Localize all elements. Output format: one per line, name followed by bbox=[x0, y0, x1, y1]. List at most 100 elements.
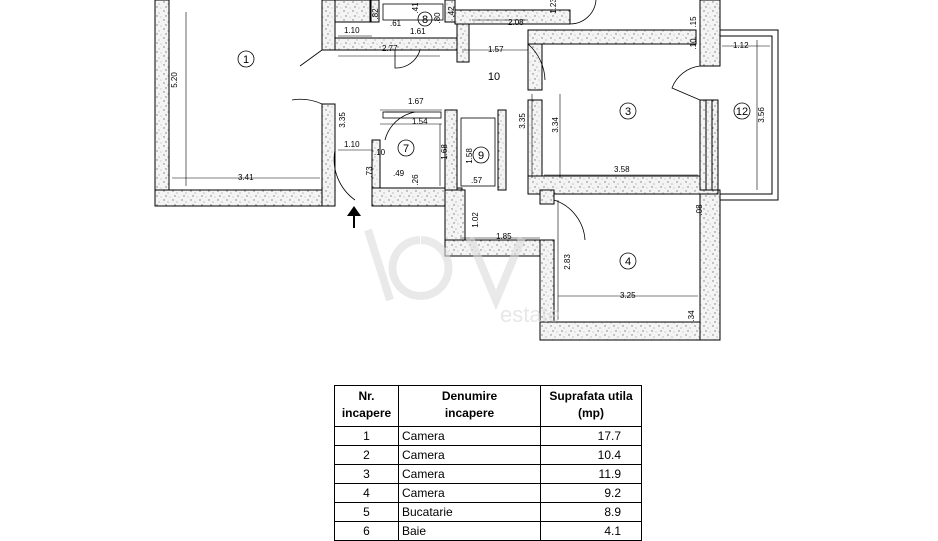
watermark: estate bbox=[364, 228, 560, 327]
svg-text:9: 9 bbox=[478, 150, 484, 162]
fixtures bbox=[382, 3, 496, 187]
dim-label: .08 bbox=[695, 204, 704, 216]
dimension-labels: 5.20 1.10 2.77 1.61 .61 .82 .80 .41 .42 … bbox=[170, 0, 766, 322]
wall-closet-right bbox=[497, 109, 507, 191]
watermark-logo-icon bbox=[364, 228, 526, 311]
cell-area: 10.4 bbox=[540, 445, 642, 465]
svg-text:1: 1 bbox=[243, 54, 249, 66]
dim-label: 3.35 bbox=[338, 112, 347, 128]
door-room3 bbox=[527, 43, 546, 81]
wall-hall-top bbox=[454, 9, 571, 25]
room-number-7: 7 bbox=[397, 139, 415, 157]
table-row: 1 Camera 17.7 bbox=[334, 426, 642, 446]
dim-label: 1.12 bbox=[733, 41, 749, 50]
dim-label: 3.34 bbox=[551, 117, 560, 133]
wall-stub-460 bbox=[456, 23, 470, 63]
wall-room1-bottom bbox=[154, 189, 336, 207]
dim-label: .10 bbox=[689, 38, 698, 50]
table-row: 6 Baie 4.1 bbox=[334, 521, 642, 541]
dim-label: .49 bbox=[393, 169, 405, 178]
dim-label: 3.25 bbox=[620, 291, 636, 300]
cell-nr: 5 bbox=[334, 502, 399, 522]
table-row: 3 Camera 11.9 bbox=[334, 464, 642, 484]
dim-label: 3.35 bbox=[518, 113, 527, 129]
svg-text:3: 3 bbox=[625, 106, 631, 118]
cell-nr: 6 bbox=[334, 521, 399, 541]
dim-label: .73 bbox=[365, 166, 374, 178]
dim-label: .57 bbox=[471, 176, 483, 185]
cell-name: Bucatarie bbox=[398, 502, 541, 522]
dim-label: 1.68 bbox=[440, 144, 449, 160]
door-hall-bath bbox=[394, 49, 421, 69]
dim-label: .80 bbox=[433, 12, 442, 24]
header-nr: Nr.incapere bbox=[334, 385, 399, 427]
dim-label: 5.20 bbox=[170, 72, 179, 88]
dim-label: 1.57 bbox=[488, 45, 504, 54]
dimension-lines bbox=[172, 12, 770, 320]
dim-label: 1.54 bbox=[412, 117, 428, 126]
floor-plan: 1 3 4 7 8 9 10 12 5.20 bbox=[154, 0, 779, 341]
door-room3-balcony bbox=[671, 65, 701, 101]
room-numbers: 1 3 4 7 8 9 10 12 bbox=[237, 11, 751, 270]
bath-fixture bbox=[382, 3, 444, 21]
room-number-12: 12 bbox=[733, 102, 751, 120]
cell-name: Camera bbox=[398, 426, 541, 446]
dim-label: 2.77 bbox=[382, 44, 398, 53]
kitchen-counter bbox=[382, 111, 442, 119]
cell-name: Camera bbox=[398, 464, 541, 484]
dim-label: .42 bbox=[447, 6, 456, 18]
door-room1 bbox=[291, 49, 323, 105]
cell-area: 17.7 bbox=[540, 426, 642, 446]
dim-label: 3.56 bbox=[757, 107, 766, 123]
dim-label: 3.41 bbox=[238, 173, 254, 182]
dim-label: .41 bbox=[411, 2, 420, 14]
dim-label: 1.02 bbox=[471, 212, 480, 228]
wall-room3-right-top bbox=[699, 0, 721, 67]
svg-text:8: 8 bbox=[422, 14, 428, 26]
room-number-3: 3 bbox=[619, 102, 637, 120]
cell-nr: 3 bbox=[334, 464, 399, 484]
cell-area: 11.9 bbox=[540, 464, 642, 484]
cell-area: 4.1 bbox=[540, 521, 642, 541]
dim-label: .26 bbox=[411, 174, 420, 186]
wall-room3-bottom bbox=[527, 175, 719, 195]
room-number-9: 9 bbox=[472, 146, 490, 164]
cell-name: Baie bbox=[398, 521, 541, 541]
dim-label: 1.10 bbox=[344, 26, 360, 35]
room-number-8: 8 bbox=[417, 11, 433, 27]
cell-area: 9.2 bbox=[540, 483, 642, 503]
table-row: 4 Camera 9.2 bbox=[334, 483, 642, 503]
dim-label: .15 bbox=[689, 16, 698, 28]
cell-nr: 2 bbox=[334, 445, 399, 465]
svg-text:4: 4 bbox=[625, 256, 631, 268]
doors bbox=[291, 0, 701, 241]
wall-bath-divider bbox=[370, 0, 380, 23]
dim-label: 1.23 bbox=[549, 0, 558, 14]
wall-room3-top bbox=[527, 29, 697, 45]
cell-name: Camera bbox=[398, 483, 541, 503]
dim-label: 2.08 bbox=[508, 18, 524, 27]
balcony-outline bbox=[705, 29, 779, 201]
closet-box bbox=[460, 117, 496, 187]
cell-area: 8.9 bbox=[540, 502, 642, 522]
wall-room4-bottom bbox=[539, 321, 721, 341]
wall-room4-divider bbox=[539, 189, 555, 205]
wall-corridor-bottom bbox=[444, 239, 546, 257]
svg-text:7: 7 bbox=[403, 143, 409, 155]
door-entrance bbox=[333, 149, 356, 201]
svg-text:12: 12 bbox=[736, 106, 748, 118]
wall-room1-left bbox=[154, 0, 170, 207]
dim-label: 1.58 bbox=[465, 148, 474, 164]
wall-room1-right-upper bbox=[321, 0, 336, 51]
dim-label: 1.85 bbox=[496, 232, 512, 241]
entrance-arrow-icon bbox=[347, 206, 361, 228]
dim-label: .34 bbox=[687, 310, 696, 322]
dim-label: 2.83 bbox=[563, 254, 572, 270]
door-room4 bbox=[553, 199, 586, 241]
cell-nr: 4 bbox=[334, 483, 399, 503]
dim-label: .10 bbox=[374, 148, 386, 157]
header-area: Suprafata utila(mp) bbox=[540, 385, 642, 427]
dim-label: 3.58 bbox=[614, 165, 630, 174]
